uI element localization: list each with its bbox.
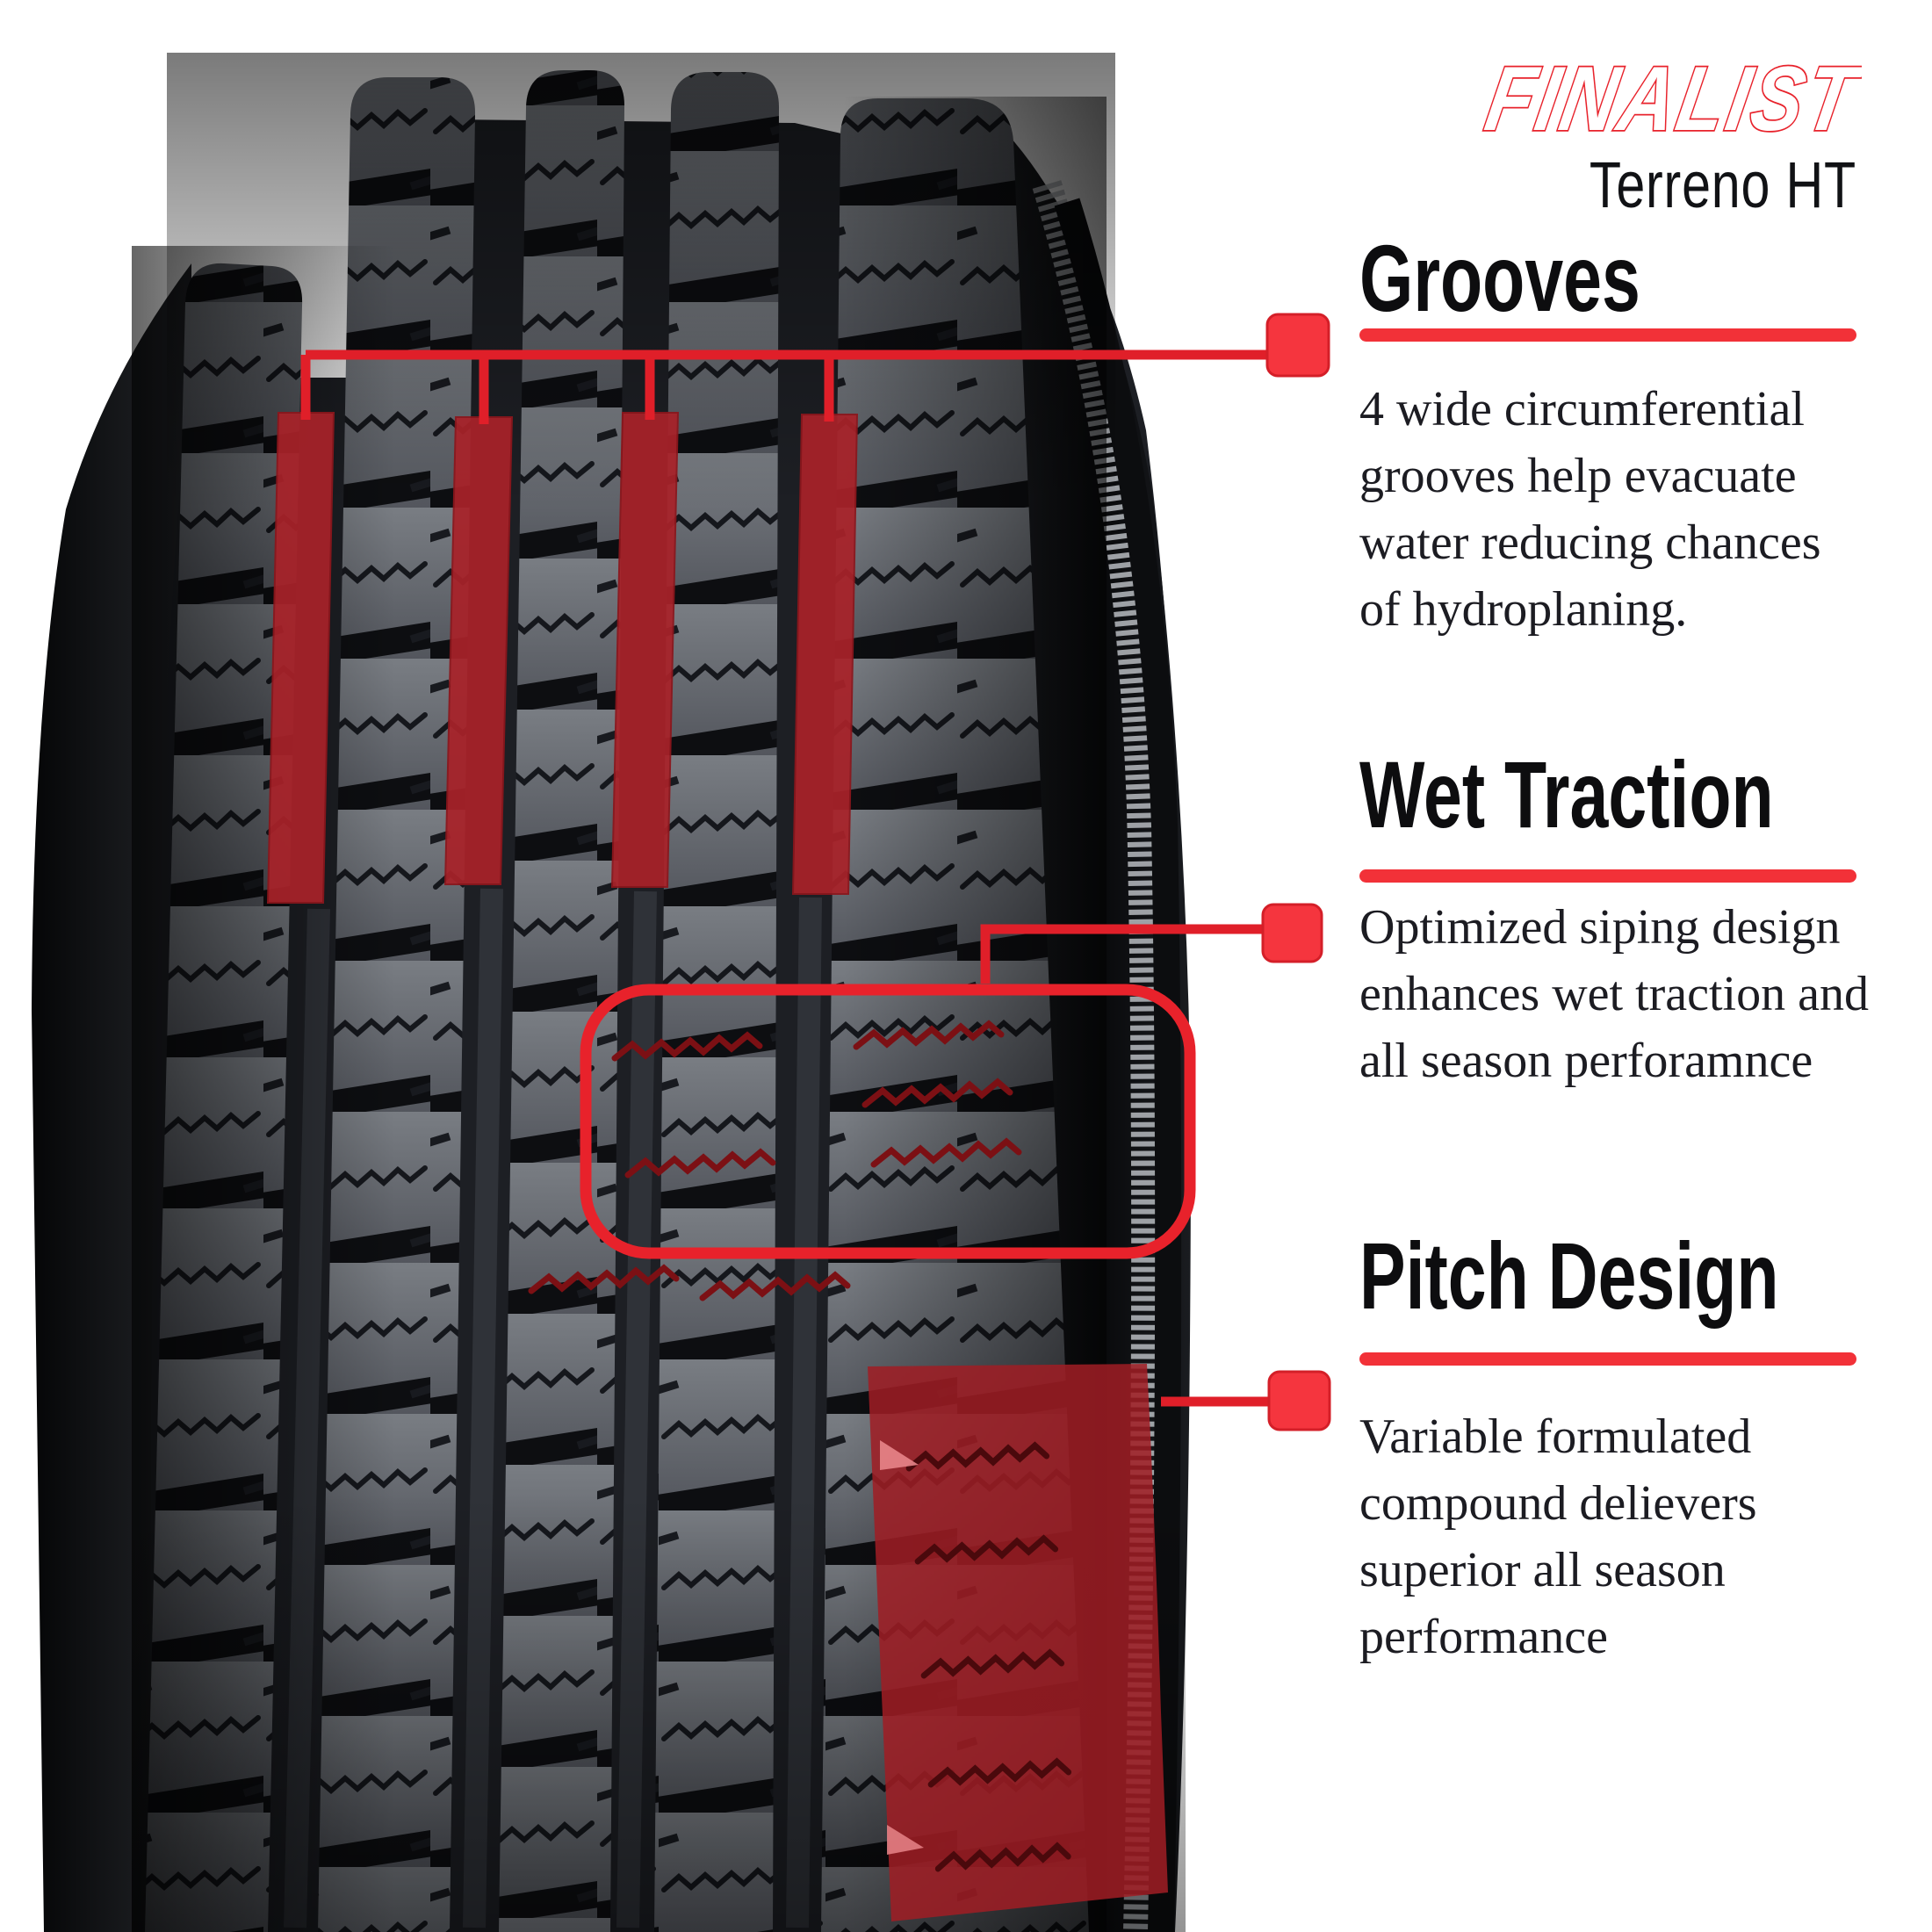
feature-title-grooves: Grooves [1359, 225, 1640, 331]
tread-rib [654, 72, 780, 1932]
groove-highlight-bar [610, 412, 680, 888]
pitch-highlight-glint [887, 1825, 924, 1855]
groove-highlight-bar [443, 416, 514, 885]
brand-model: Terreno HT [1589, 148, 1856, 221]
wet-traction-connector-line [980, 924, 1263, 984]
feature-rule-wet-traction [1359, 869, 1856, 883]
feature-rule-pitch-design [1359, 1352, 1856, 1366]
pitch-callout-marker [1267, 1370, 1331, 1431]
feature-title-pitch-design: Pitch Design [1359, 1222, 1779, 1329]
feature-body-pitch-design: Variable formulated compound delievers s… [1359, 1409, 1757, 1664]
wet-traction-callout-marker [1261, 903, 1323, 963]
tread-rib [499, 70, 625, 1932]
feature-body-wet-traction: Optimized siping design enhances wet tra… [1359, 900, 1869, 1088]
grooves-bracket-line [300, 350, 1267, 424]
grooves-callout-marker [1265, 313, 1330, 378]
feature-rule-grooves [1359, 328, 1856, 342]
pitch-highlight-glint [880, 1440, 919, 1470]
brand-logo-text: FINALIST [1479, 47, 1862, 150]
groove-highlight-bar [266, 412, 335, 904]
pitch-compound-highlight [868, 1364, 1168, 1921]
feature-title-wet-traction: Wet Traction [1359, 741, 1774, 847]
groove-highlights [266, 412, 859, 904]
brand-logo: FINALIST [1477, 46, 1862, 151]
siping-zone-outline [580, 984, 1196, 1259]
tire-photo [32, 53, 1191, 1932]
groove-highlight-bar [791, 414, 859, 895]
feature-body-grooves: 4 wide circumferential grooves help evac… [1359, 382, 1821, 637]
